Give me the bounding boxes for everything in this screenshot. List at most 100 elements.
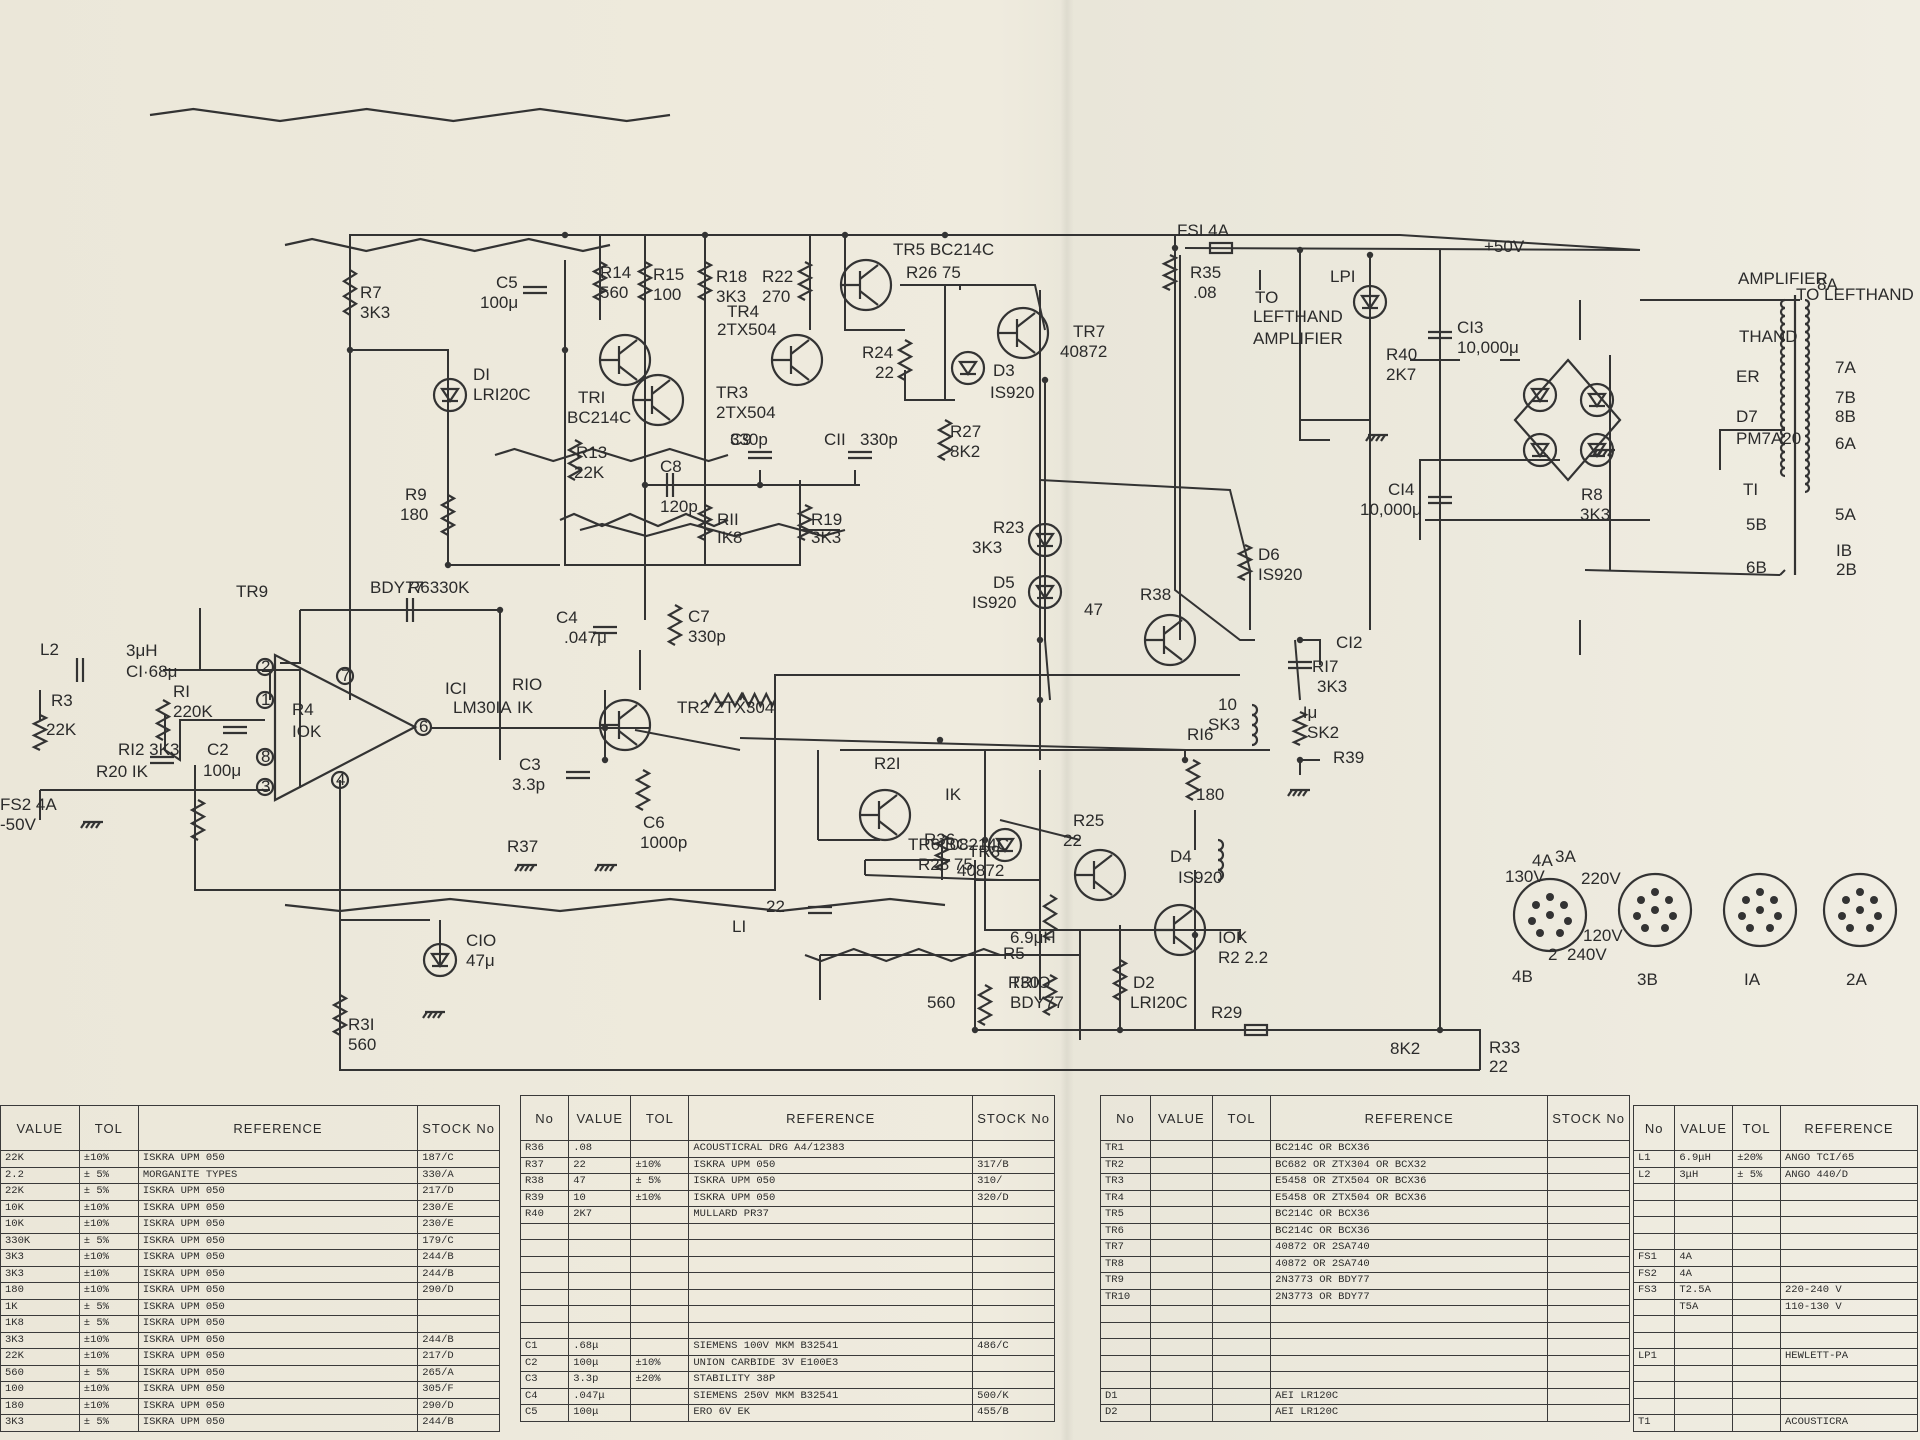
table-cell xyxy=(1732,1232,1781,1250)
table-cell xyxy=(1149,1222,1213,1240)
table-cell xyxy=(972,1305,1055,1323)
resistor xyxy=(439,494,457,536)
table-cell xyxy=(630,1140,690,1158)
voltage-selector-plug xyxy=(1617,872,1693,948)
resistor xyxy=(31,714,49,751)
resistor xyxy=(634,769,652,811)
table-cell: 47 xyxy=(568,1173,632,1191)
component-label: BC214C xyxy=(567,408,631,427)
table-row xyxy=(519,1305,1055,1323)
transistor-emitter xyxy=(618,730,638,746)
component-label: .08 xyxy=(945,835,969,854)
table-cell: 4A xyxy=(1674,1265,1734,1283)
table-cell xyxy=(1149,1156,1213,1174)
component-label: 3B xyxy=(1637,970,1658,989)
table-cell xyxy=(1100,1338,1151,1356)
resistor xyxy=(796,261,814,301)
transistor-emitter xyxy=(651,405,671,421)
component-label: R19 xyxy=(811,510,842,529)
table-row: 1K± 5%ISKRA UPM 050 xyxy=(0,1298,500,1316)
table-cell: 10 xyxy=(568,1189,632,1207)
wire xyxy=(447,505,560,566)
table-cell: ISKRA UPM 050 xyxy=(688,1173,974,1191)
junction-dot xyxy=(641,481,649,489)
op-amp-pin xyxy=(413,717,433,737)
table-cell: ±10% xyxy=(78,1282,139,1300)
table-cell xyxy=(1211,1140,1272,1158)
table-cell: SIEMENS 100V MKM B32541 xyxy=(688,1338,974,1356)
plug-pin xyxy=(1546,893,1554,901)
resistor xyxy=(559,512,729,528)
table-cell: ISKRA UPM 050 xyxy=(137,1265,419,1283)
table-cell: 179/C xyxy=(417,1232,500,1250)
component-label: IK8 xyxy=(717,528,743,547)
ground-hatch xyxy=(90,821,96,829)
component-label: R15 xyxy=(653,265,684,284)
transformer-primary xyxy=(1779,466,1786,478)
table-cell xyxy=(630,1387,690,1405)
table-cell: T5A xyxy=(1674,1298,1734,1316)
wire xyxy=(844,235,905,331)
component-label: RI2 3K3 xyxy=(118,740,179,759)
voltage-selector-plug xyxy=(1822,872,1898,948)
component-label: CI4 xyxy=(1388,480,1414,499)
ground-hatch xyxy=(1297,789,1303,797)
fuse xyxy=(1243,1023,1269,1037)
component-label: R13 xyxy=(576,443,607,462)
component-label: R38 xyxy=(1140,585,1171,604)
component-label: 2 xyxy=(1548,945,1557,964)
op-amp-pin-number: 4 xyxy=(336,770,345,789)
component-label: IA xyxy=(1744,970,1761,989)
component-label: .Iμ xyxy=(1298,703,1317,722)
table-cell xyxy=(1149,1288,1213,1306)
transformer-secondary xyxy=(1804,458,1811,470)
resistor xyxy=(1184,759,1202,801)
table-row xyxy=(1100,1371,1630,1389)
table-cell xyxy=(1547,1173,1630,1191)
component-label: 10 xyxy=(1218,695,1237,714)
transformer-primary xyxy=(1779,346,1786,358)
table-cell: 6.9μH xyxy=(1674,1150,1734,1168)
table-cell xyxy=(1211,1288,1272,1306)
component-label: R35 xyxy=(1190,263,1221,282)
table-cell: 330K xyxy=(0,1232,80,1250)
wire xyxy=(864,874,1001,881)
table-cell: 40872 OR 2SA740 xyxy=(1270,1255,1549,1273)
table-cell xyxy=(1211,1222,1272,1240)
component-label: 330p xyxy=(688,627,726,646)
component-label: 10,000μ xyxy=(1457,338,1519,357)
transformer-primary xyxy=(1779,458,1786,470)
inductor-turn xyxy=(1217,848,1225,862)
wire xyxy=(339,780,1480,1071)
table-cell: TR2 xyxy=(1100,1156,1151,1174)
component-label: C5 xyxy=(496,273,518,292)
component-label: R4 xyxy=(292,700,314,719)
resistor xyxy=(804,947,1001,963)
transformer-secondary xyxy=(1804,362,1811,374)
table-cell xyxy=(519,1321,570,1339)
table-cell: C5 xyxy=(519,1404,570,1422)
ground-hatch xyxy=(1365,434,1371,442)
table-cell xyxy=(972,1206,1055,1224)
table-row xyxy=(1100,1338,1630,1356)
component-label: IB xyxy=(1836,541,1852,560)
table-cell xyxy=(1632,1397,1676,1415)
transformer-secondary xyxy=(1804,322,1811,334)
table-cell xyxy=(1547,1387,1630,1405)
table-cell: MORGANITE TYPES xyxy=(137,1166,419,1184)
table-cell: TR6 xyxy=(1100,1222,1151,1240)
table-cell xyxy=(1211,1239,1272,1257)
component-label: ICI xyxy=(445,679,467,698)
table-cell: ISKRA UPM 050 xyxy=(137,1397,419,1415)
component-label: 7 xyxy=(0,0,9,4)
component-label: 240V xyxy=(1567,945,1607,964)
table-row xyxy=(519,1272,1055,1290)
table-cell: ±20% xyxy=(630,1371,690,1389)
